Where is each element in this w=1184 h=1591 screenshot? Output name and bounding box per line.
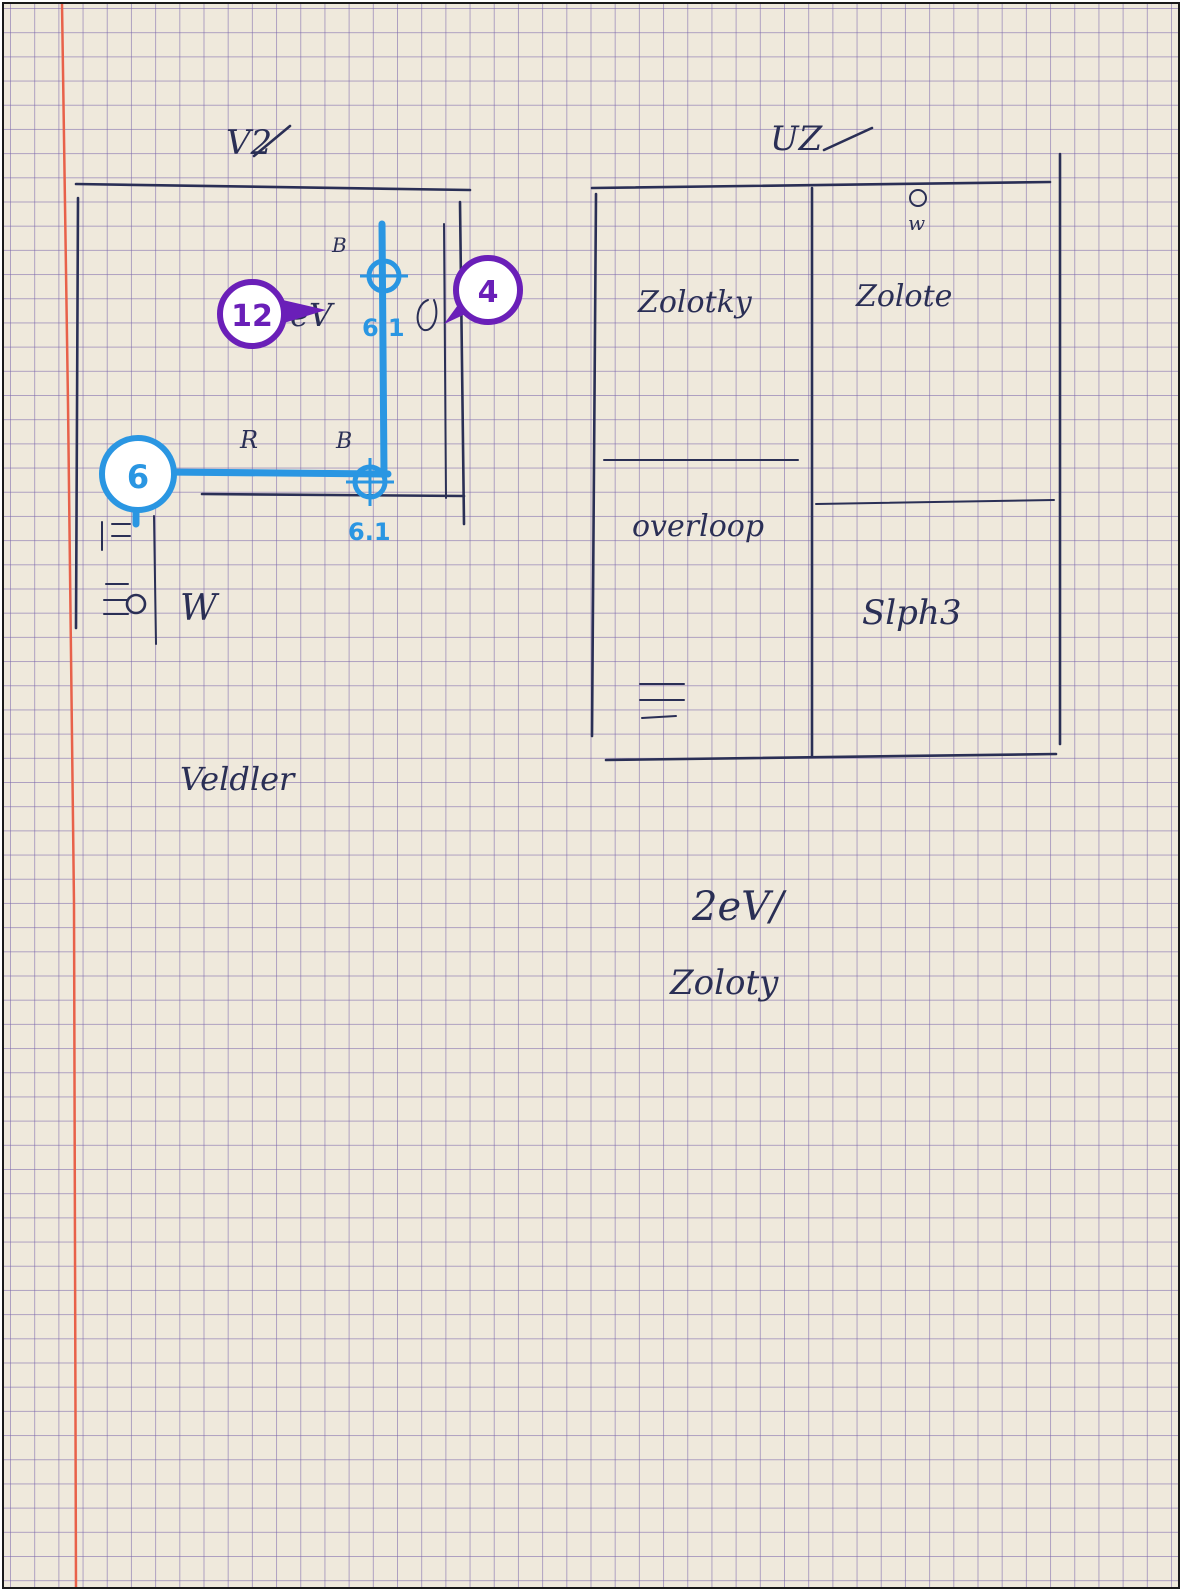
cell-top-left: Zolotky [637, 285, 753, 320]
measurement-annotations: 6.1 6.1 12 4 6 [99, 220, 523, 546]
left-heading: V2 [226, 123, 272, 163]
lower-wall [200, 492, 466, 498]
inner-partition [153, 515, 157, 645]
marker-4-label: 4 [478, 275, 499, 310]
horizontal-measure-line [160, 468, 392, 478]
fixture-symbol-icon [125, 593, 147, 615]
heading-underline-right [822, 126, 874, 152]
cell-bottom-left: overloop [632, 509, 764, 544]
label-b-top: B [331, 233, 347, 257]
sketch-canvas: V2 B eV R B W Veldler UZ w Zolotky [60, 4, 1062, 1587]
note-line-1: 2eV/ [691, 884, 787, 930]
hatch-marks [103, 583, 129, 615]
measure-label-lower: 6.1 [348, 518, 391, 546]
right-label-w: w [908, 211, 925, 235]
label-w: W [180, 588, 220, 629]
marker-12-label: 12 [231, 299, 273, 334]
label-b-mid: B [335, 429, 352, 454]
right-wall-inner [443, 223, 447, 499]
label-r: R [239, 426, 258, 454]
measure-label-upper: 6.1 [362, 314, 405, 342]
marker-4-badge[interactable]: 4 [444, 255, 523, 325]
right-top-wall [590, 180, 1052, 190]
top-wall [74, 182, 472, 192]
margin-line [60, 4, 78, 1587]
right-cell-divider [815, 499, 1055, 505]
marker-12-badge[interactable]: 12 [217, 279, 326, 349]
right-heading: UZ [770, 119, 824, 159]
cell-bottom-right: Slph3 [862, 593, 961, 633]
right-left-wall [590, 192, 598, 738]
left-caption: Veldler [180, 760, 296, 798]
cell-top-right: Zolote [855, 279, 952, 314]
right-wall-outer [458, 200, 466, 526]
marker-6-label: 6 [127, 458, 149, 496]
vertical-measure-line [378, 220, 388, 478]
crosshair-lower-icon[interactable] [346, 458, 394, 506]
right-floorplan: UZ w Zolotky Zolote overloop Slph3 [590, 119, 1062, 762]
door-arc [416, 299, 438, 332]
heading-underline [252, 124, 292, 158]
corner-marks [101, 521, 131, 551]
note-line-2: Zoloty [669, 963, 779, 1003]
marker-6-badge[interactable]: 6 [99, 435, 177, 513]
fixture-circle-icon [909, 189, 927, 207]
right-bottom-wall [604, 752, 1058, 762]
crosshair-upper-icon[interactable] [360, 252, 408, 300]
handwritten-note: 2eV/ Zoloty [669, 884, 787, 1003]
stair-marks [639, 683, 685, 719]
left-floorplan: V2 B eV R B W Veldler [74, 123, 472, 798]
left-wall [74, 196, 80, 630]
